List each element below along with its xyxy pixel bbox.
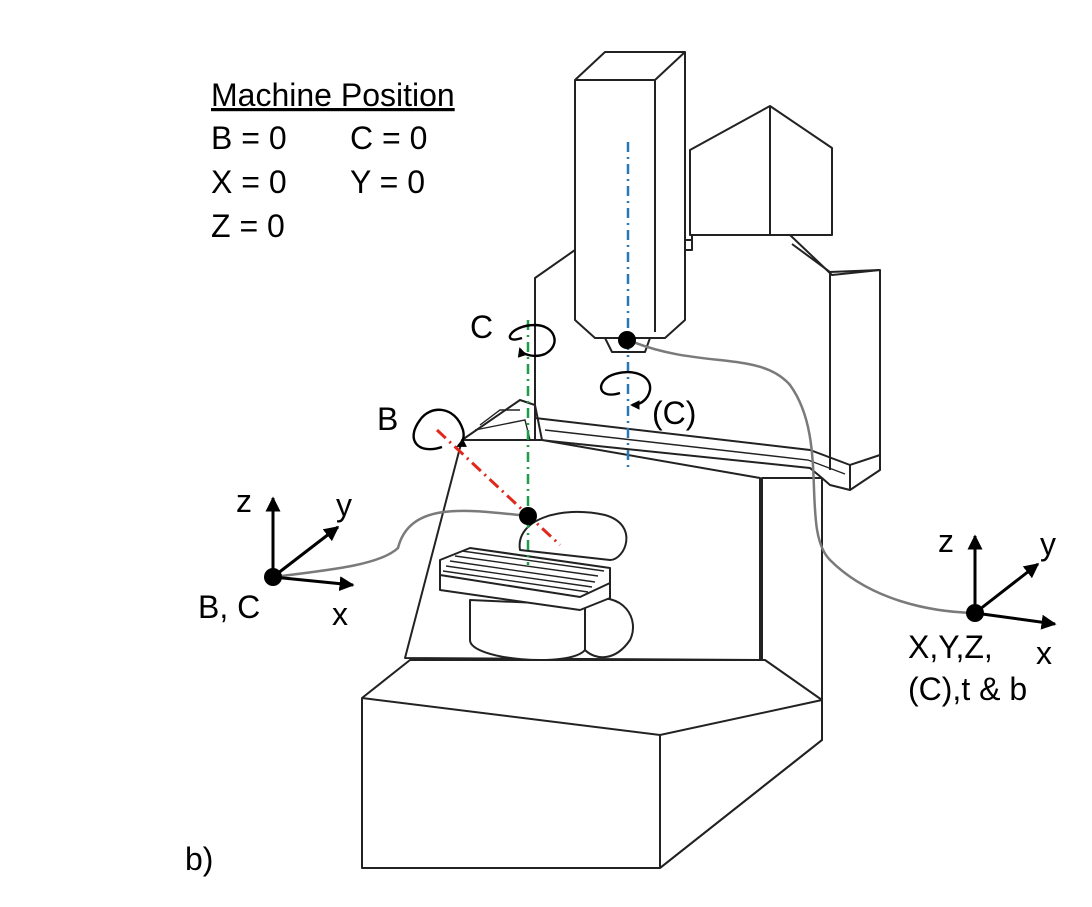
position-x: X = 0 bbox=[211, 164, 287, 200]
left-z-label: z bbox=[236, 483, 252, 519]
position-y: Y = 0 bbox=[350, 164, 425, 200]
machine-position-block: Machine Position B = 0 C = 0 X = 0 Y = 0… bbox=[211, 77, 455, 244]
left-frame: z y x B, C bbox=[198, 483, 355, 632]
right-y-label: y bbox=[1040, 526, 1056, 562]
c-rotation-symbol bbox=[508, 323, 556, 358]
right-x-label: x bbox=[1036, 635, 1052, 671]
right-frame-caption-line2: (C),t & b bbox=[908, 671, 1027, 707]
b-axis-label: B bbox=[377, 401, 398, 437]
spindle-head bbox=[574, 51, 686, 339]
position-z: Z = 0 bbox=[211, 208, 285, 244]
right-x-arrow bbox=[974, 611, 1057, 630]
spindle-pivot-dot bbox=[618, 331, 636, 349]
position-c: C = 0 bbox=[350, 120, 427, 156]
panel-label: b) bbox=[185, 841, 213, 877]
leader-right bbox=[627, 338, 976, 615]
left-y-label: y bbox=[336, 487, 352, 523]
machine-base bbox=[361, 659, 823, 869]
right-y-arrow bbox=[974, 562, 1040, 615]
table-pivot-dot bbox=[519, 507, 537, 525]
left-y-arrow bbox=[272, 525, 340, 579]
back-column bbox=[689, 105, 833, 236]
left-x-arrow bbox=[272, 575, 355, 592]
right-frame-caption-line1: X,Y,Z, bbox=[908, 629, 993, 665]
machine-body bbox=[361, 51, 881, 869]
left-x-label: x bbox=[332, 596, 348, 632]
c-spindle-axis-label: (C) bbox=[652, 395, 696, 431]
right-z-label: z bbox=[938, 523, 954, 559]
left-frame-caption: B, C bbox=[198, 589, 260, 625]
position-b: B = 0 bbox=[211, 120, 287, 156]
c-axis-label: C bbox=[470, 309, 493, 345]
b-axis-line bbox=[435, 428, 562, 547]
b-rotation-symbol bbox=[412, 408, 468, 451]
leader-left bbox=[272, 509, 529, 579]
right-frame: z y x X,Y,Z, (C),t & b bbox=[908, 523, 1057, 707]
machine-position-title: Machine Position bbox=[211, 77, 455, 113]
c-spindle-rotation-symbol bbox=[600, 370, 652, 410]
